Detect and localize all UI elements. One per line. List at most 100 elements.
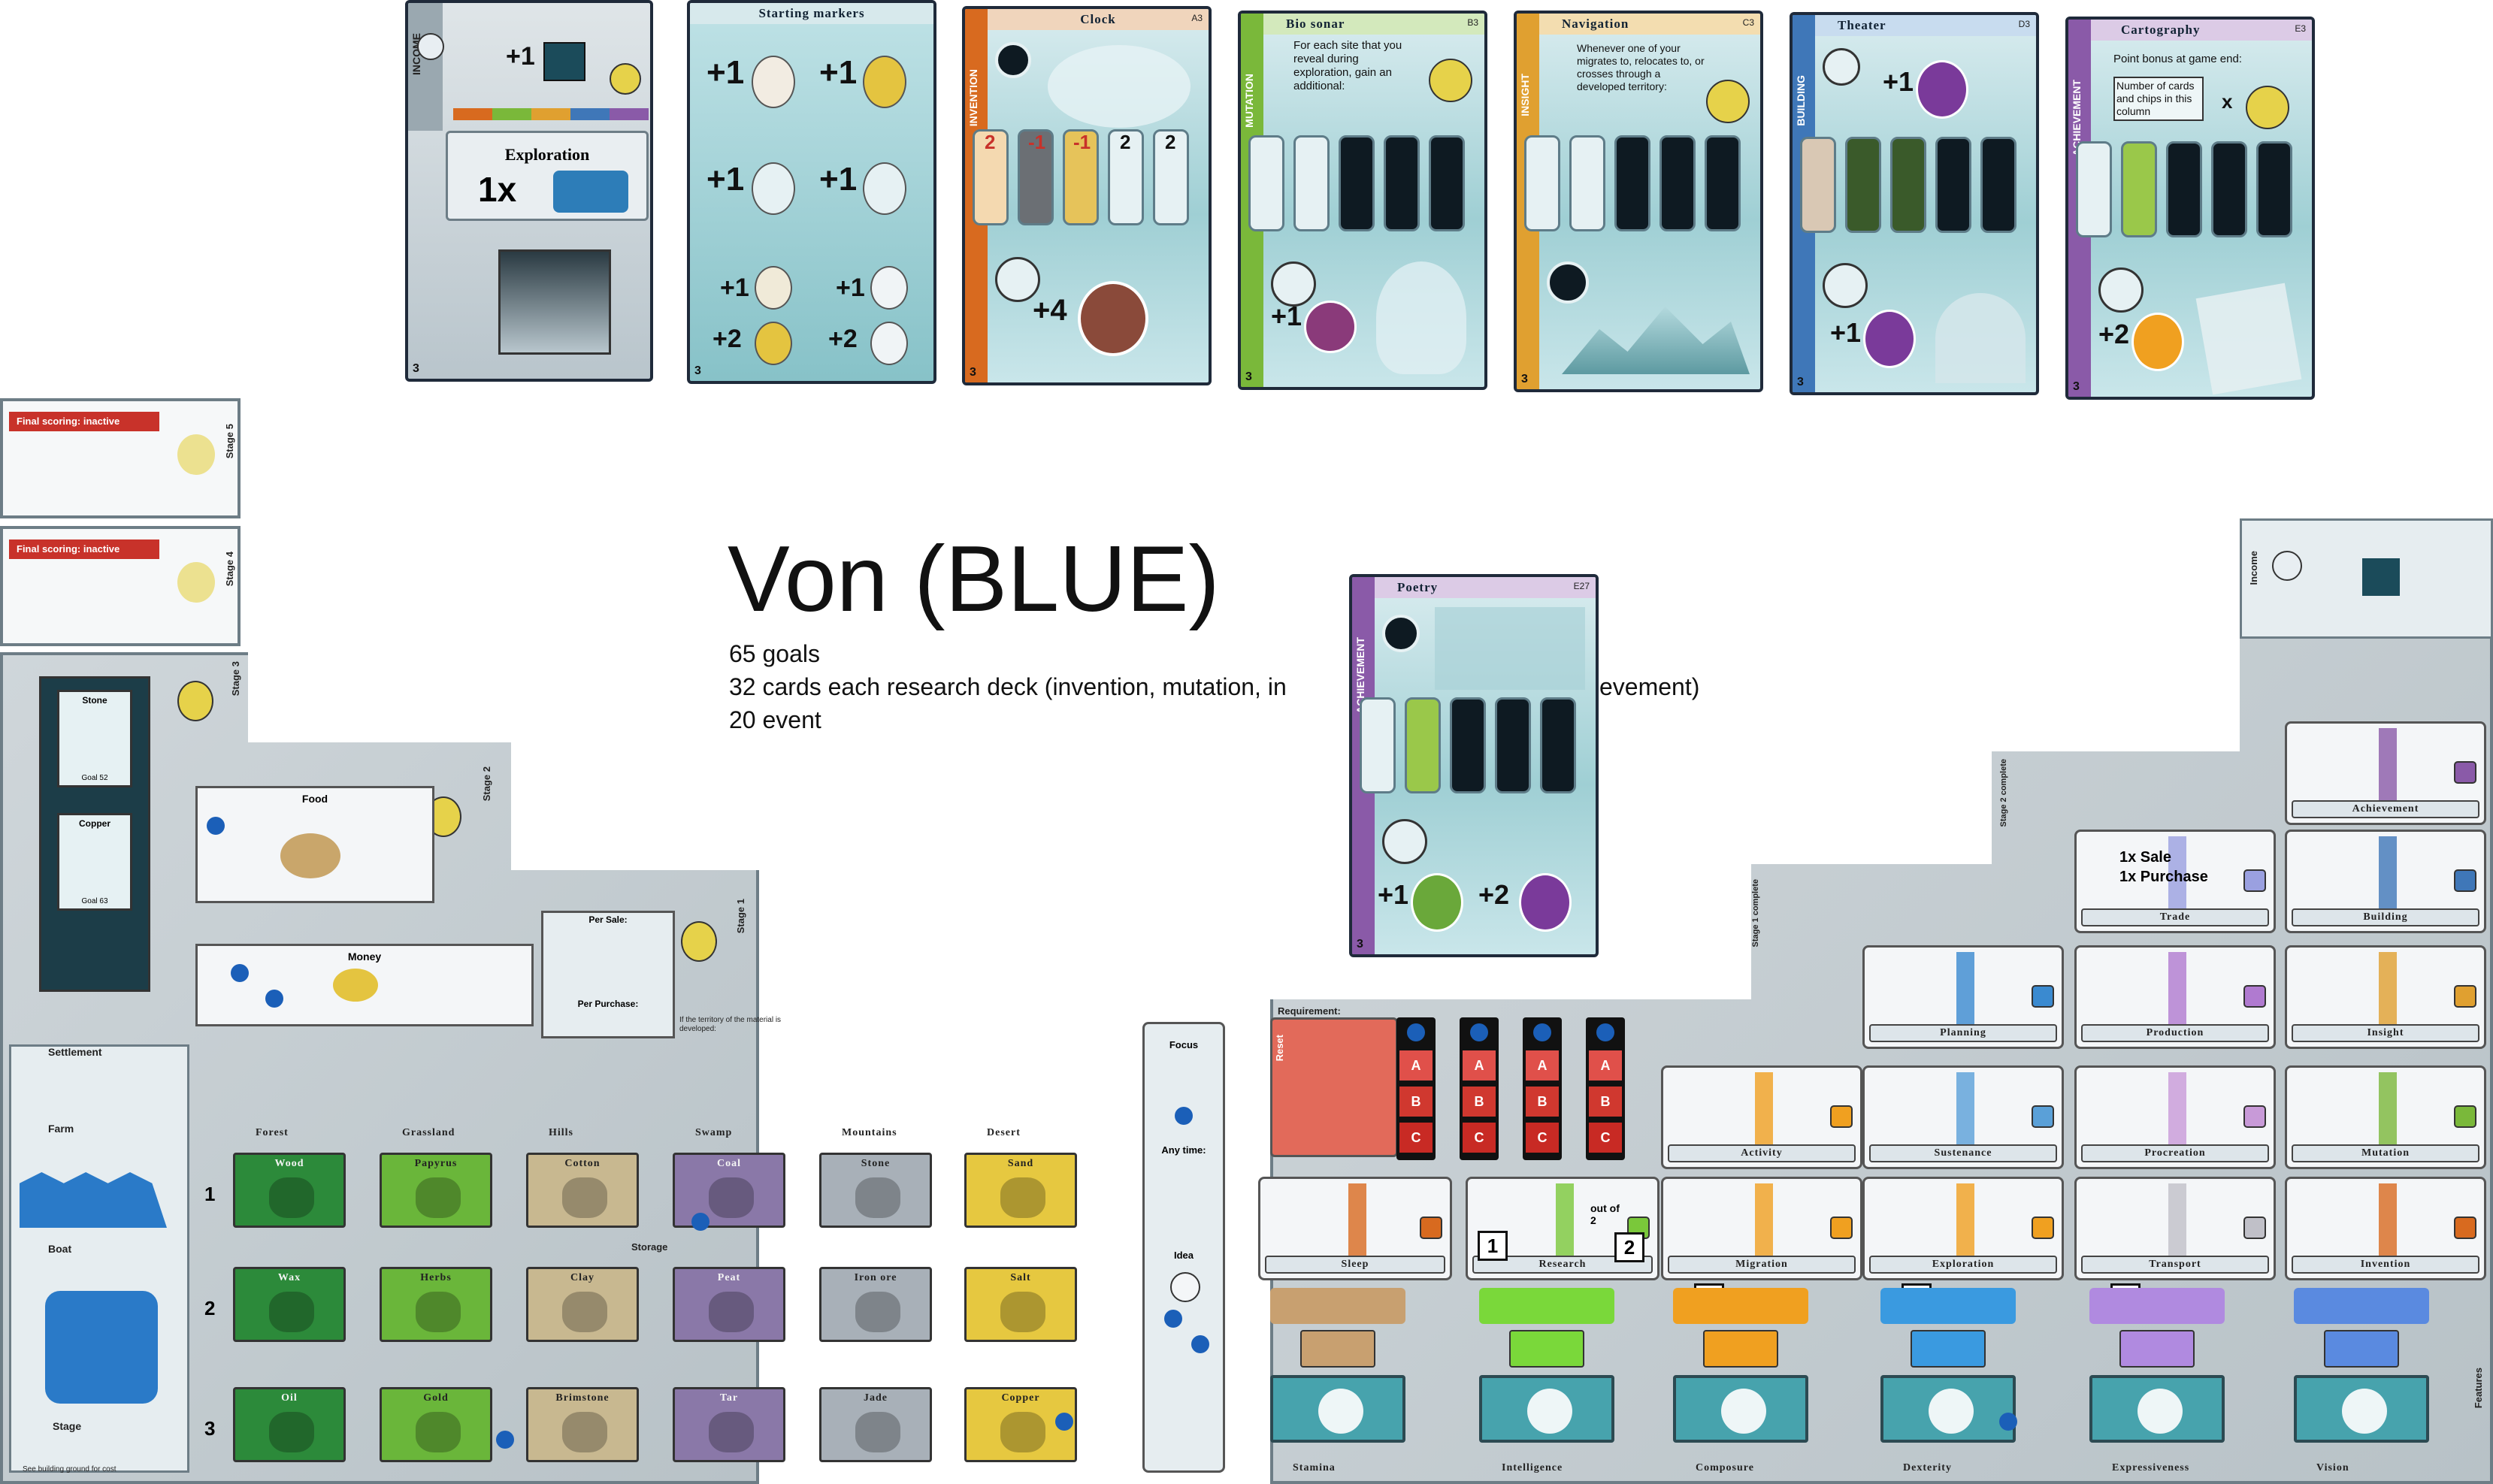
focus-marker[interactable] — [207, 817, 225, 835]
cartography-card[interactable]: ACHIEVEMENT Cartography E3 Point bonus a… — [2065, 17, 2315, 400]
action-tile-production[interactable]: Production — [2074, 945, 2276, 1049]
lane-pillar — [2294, 1288, 2429, 1324]
dice-icon — [2243, 869, 2266, 892]
theater-reward: +1 — [1883, 66, 1914, 97]
card-title: Clock — [988, 9, 1209, 30]
resource-tile[interactable]: Coal — [673, 1153, 785, 1228]
marker-value: +1 — [706, 161, 745, 198]
resource-name: Jade — [864, 1392, 888, 1404]
idea-marker[interactable] — [1191, 1335, 1209, 1353]
resource-tile[interactable]: Tar — [673, 1387, 785, 1462]
action-tile-building[interactable]: Building — [2285, 830, 2486, 933]
starting-markers-card[interactable]: Starting markers +1 +1 +1 +1 +1 +1 +2 +2… — [687, 0, 936, 384]
clock-card[interactable]: INVENTION Clock A3 2 -1 -1 2 2 +4 3 — [962, 6, 1212, 385]
quill-drop-icon — [1863, 310, 1916, 368]
navigation-card[interactable]: INSIGHT Navigation C3 Whenever one of yo… — [1514, 11, 1763, 392]
attribute-marker[interactable] — [1999, 1413, 2017, 1431]
action-tile-planning[interactable]: Planning — [1862, 945, 2064, 1049]
attribute-icon — [2342, 1389, 2387, 1434]
resource-tile[interactable]: Peat — [673, 1267, 785, 1342]
resource-tile[interactable]: Papyrus — [380, 1153, 492, 1228]
attribute-dexterity[interactable] — [1880, 1375, 2016, 1443]
action-tile-insight[interactable]: Insight — [2285, 945, 2486, 1049]
card-strip: INCOME — [408, 3, 443, 131]
money-marker[interactable] — [231, 964, 249, 982]
goal-card[interactable]: Stone Goal 52 — [57, 690, 132, 787]
resource-icon — [855, 1177, 900, 1218]
action-tile-sleep[interactable]: Sleep — [1258, 1177, 1452, 1280]
eye-icon — [863, 162, 906, 215]
eye-icon — [1823, 48, 1860, 86]
focus-icon — [870, 266, 908, 310]
attribute-composure[interactable] — [1673, 1375, 1808, 1443]
attribute-vision[interactable] — [2294, 1375, 2429, 1443]
action-label: Achievement — [2292, 800, 2479, 818]
dice-icon — [1420, 1217, 1442, 1239]
action-tile-invention[interactable]: Invention — [2285, 1177, 2486, 1280]
column-marker[interactable] — [1470, 1023, 1488, 1041]
resource-tile[interactable]: Iron ore — [819, 1267, 932, 1342]
theater-card[interactable]: BUILDING Theater D3 +1 +1 3 — [1790, 12, 2039, 395]
resource-icon — [562, 1292, 607, 1332]
resource-tile[interactable]: Gold — [380, 1387, 492, 1462]
lightning-icon — [995, 257, 1040, 302]
resource-icon — [269, 1412, 314, 1452]
resource-tile[interactable]: Brimstone — [526, 1387, 639, 1462]
resource-icon — [1000, 1412, 1045, 1452]
action-tile-exploration[interactable]: Exploration — [1862, 1177, 2064, 1280]
card-slot — [1569, 135, 1605, 231]
resource-tile[interactable]: Salt — [964, 1267, 1077, 1342]
strip-label: BUILDING — [1795, 75, 1807, 126]
action-tile-transport[interactable]: Transport — [2074, 1177, 2276, 1280]
action-label: Production — [2081, 1024, 2269, 1042]
resource-tile[interactable]: Wax — [233, 1267, 346, 1342]
action-tile-mutation[interactable]: Mutation — [2285, 1065, 2486, 1169]
attribute-intelligence[interactable] — [1479, 1375, 1614, 1443]
eye-icon — [1382, 615, 1420, 652]
star-icon — [1304, 301, 1357, 353]
action-tile-trade[interactable]: Trade — [2074, 830, 2276, 933]
resource-tile[interactable]: Clay — [526, 1267, 639, 1342]
goal-card[interactable]: Copper Goal 63 — [57, 813, 132, 911]
income-bonus: +1 — [506, 42, 535, 71]
bio-sonar-card[interactable]: MUTATION Bio sonar B3 For each site that… — [1238, 11, 1487, 390]
action-tile-research[interactable]: Research — [1466, 1177, 1659, 1280]
focus-marker[interactable] — [1175, 1107, 1193, 1125]
action-tile-procreation[interactable]: Procreation — [2074, 1065, 2276, 1169]
poetry-card[interactable]: ACHIEVEMENT Poetry E27 +1 +2 3 — [1349, 574, 1599, 957]
column-marker[interactable] — [1596, 1023, 1614, 1041]
action-tile-migration[interactable]: Migration — [1661, 1177, 1862, 1280]
player-marker[interactable] — [496, 1431, 514, 1449]
card-text: Number of cards and chips in this column — [2113, 77, 2204, 121]
attribute-expressiveness[interactable] — [2089, 1375, 2225, 1443]
resource-tile[interactable]: Sand — [964, 1153, 1077, 1228]
resource-tile[interactable]: Herbs — [380, 1267, 492, 1342]
features-label: Features — [2473, 1368, 2484, 1409]
action-tile-activity[interactable]: Activity — [1661, 1065, 1862, 1169]
column-marker[interactable] — [1533, 1023, 1551, 1041]
abc-cell: A — [1589, 1050, 1622, 1081]
resource-tile[interactable]: Stone — [819, 1153, 932, 1228]
resource-name: Cotton — [564, 1158, 601, 1169]
idea-marker[interactable] — [1164, 1310, 1182, 1328]
lightning-icon — [1271, 261, 1316, 307]
action-tile-achievement[interactable]: Achievement — [2285, 721, 2486, 825]
lane-counter — [1300, 1330, 1375, 1368]
income-card[interactable]: INCOME +1 Exploration 1x 3 — [405, 0, 653, 382]
attribute-stamina[interactable] — [1270, 1375, 1405, 1443]
card-number: 3 — [1357, 938, 1363, 951]
action-label: Sustenance — [1869, 1144, 2057, 1162]
resource-tile[interactable]: Oil — [233, 1387, 346, 1462]
cotton-icon — [752, 56, 795, 108]
player-marker[interactable] — [691, 1213, 709, 1231]
abc-cell: B — [1399, 1087, 1433, 1117]
resource-tile[interactable]: Cotton — [526, 1153, 639, 1228]
action-color-bar — [2168, 1183, 2186, 1256]
resource-tile[interactable]: Jade — [819, 1387, 932, 1462]
player-marker[interactable] — [1055, 1413, 1073, 1431]
money-marker[interactable] — [265, 990, 283, 1008]
resource-tile[interactable]: Wood — [233, 1153, 346, 1228]
action-tile-sustenance[interactable]: Sustenance — [1862, 1065, 2064, 1169]
column-marker[interactable] — [1407, 1023, 1425, 1041]
